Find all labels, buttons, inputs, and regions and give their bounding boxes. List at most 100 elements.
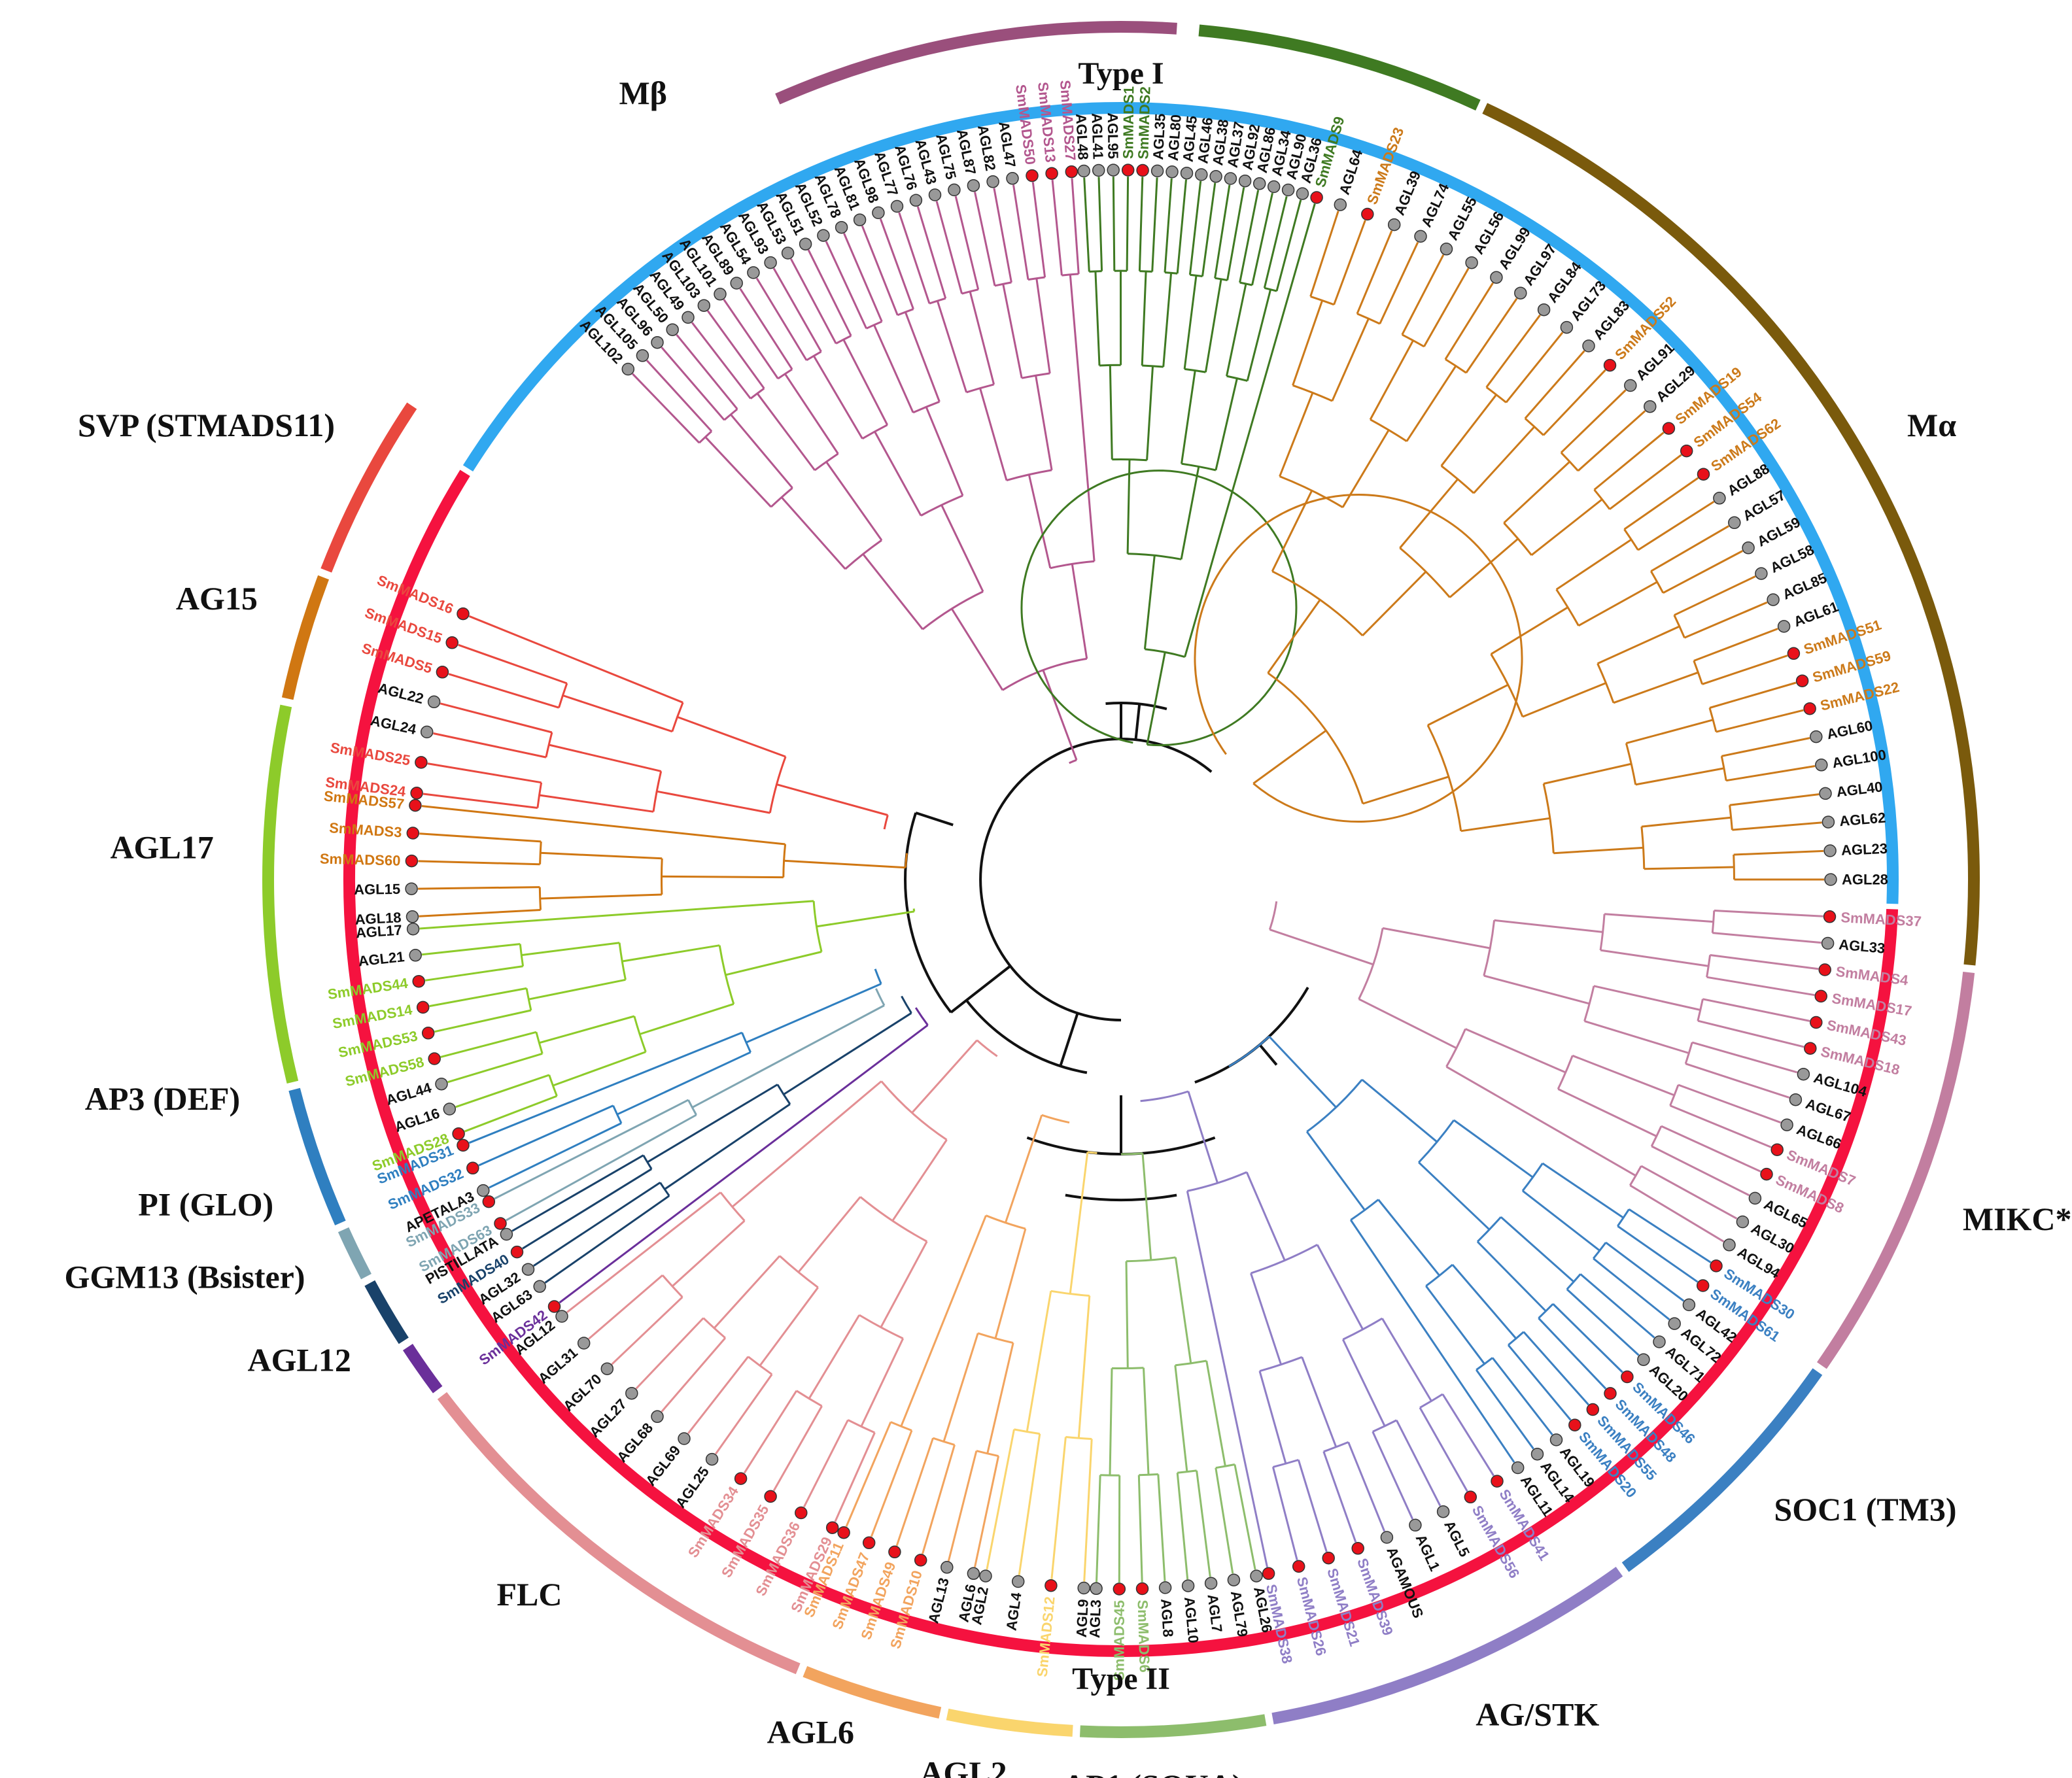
tree-branch: [1381, 1318, 1432, 1402]
tree-branch: [777, 368, 793, 380]
agl-node-marker: [1166, 165, 1179, 179]
tree-branch: [1027, 474, 1052, 569]
agl-node-marker: [1150, 164, 1164, 178]
tree-branch: [633, 1016, 647, 1053]
smmads-node-marker: [1814, 989, 1827, 1003]
tree-branch: [1252, 729, 1327, 785]
agl-node-marker: [1560, 320, 1574, 334]
agl-node-marker: [1823, 844, 1837, 857]
smmads-node-marker: [1322, 1551, 1335, 1565]
smmads-node-marker: [482, 1195, 496, 1208]
tree-branch: [942, 1333, 979, 1442]
smmads-node-marker: [547, 1300, 561, 1313]
tree-branch: [779, 1255, 819, 1289]
tree-branch: [433, 732, 547, 759]
outer-ring-segment: [337, 1227, 371, 1280]
tree-branch: [1538, 1303, 1554, 1319]
outer-ring-segment: [288, 1087, 346, 1225]
leaf-label: AGL69: [642, 1443, 683, 1489]
tree-branch: [1002, 284, 1023, 379]
agl-node-marker: [1440, 243, 1453, 256]
leaf-label: SmMADS14: [331, 1001, 414, 1032]
tree-branch: [1445, 358, 1467, 374]
tree-branch: [1522, 1189, 1600, 1252]
tree-branch: [1733, 849, 1824, 856]
tree-branch: [552, 1051, 646, 1087]
tree-branch: [536, 782, 543, 808]
tree-branch: [1684, 601, 1768, 639]
tree-branch: [1331, 318, 1370, 402]
agl-node-marker: [1195, 168, 1208, 181]
tree-branch: [419, 900, 814, 930]
tree-branch: [1399, 478, 1459, 549]
tree-branch: [1186, 1171, 1247, 1192]
outer-ring-segment: [437, 1392, 801, 1675]
tree-branch: [1264, 286, 1277, 292]
leaf-label: AGL55: [1444, 194, 1480, 243]
smmads-node-marker: [1045, 1579, 1058, 1592]
leaf-label: AGL8: [1158, 1598, 1177, 1637]
tree-branch: [1268, 1035, 1337, 1108]
leaf-label: AGL21: [357, 948, 405, 969]
tree-branch: [1050, 1437, 1067, 1579]
leaf-label: SmMADS22: [1819, 679, 1901, 714]
tree-branch: [1292, 384, 1333, 402]
agl-node-marker: [443, 1103, 457, 1116]
tree-branch: [1194, 494, 1523, 823]
tree-branch: [1174, 1365, 1188, 1472]
tree-branch: [730, 413, 793, 489]
tree-branch: [1716, 709, 1804, 733]
leaf-label: AGL39: [1391, 169, 1424, 218]
tree-branch: [1661, 1125, 1761, 1172]
tree-branch: [904, 311, 941, 402]
tree-branch: [1177, 1469, 1197, 1474]
agl-node-marker: [1267, 180, 1281, 194]
tree-branch: [1524, 350, 1585, 419]
tree-branch: [916, 206, 947, 299]
tree-branch: [901, 995, 912, 1014]
agl-node-marker: [1387, 218, 1401, 231]
leaf-label: SmMADS4: [1835, 963, 1909, 989]
tree-branch: [1126, 177, 1130, 271]
smmads-node-marker: [1135, 1582, 1149, 1596]
outer-ring-segment: [1482, 103, 1980, 966]
leaf-label: SmMADS12: [1034, 1596, 1058, 1677]
agl-node-marker: [730, 277, 743, 290]
tree-branch: [652, 771, 663, 812]
tree-branch: [1490, 606, 1568, 655]
tree-branch: [1485, 386, 1507, 403]
agl-node-marker: [1090, 1582, 1103, 1596]
leaf-label: AGL66: [1795, 1121, 1844, 1152]
agl-node-marker: [1281, 183, 1295, 197]
smmads-node-marker: [825, 1521, 839, 1534]
agl-node-marker: [636, 349, 649, 362]
tree-branch: [706, 310, 765, 389]
tree-branch: [1543, 762, 1632, 785]
tree-branch: [1670, 1104, 1772, 1148]
leaf-label: SmMADS3: [329, 819, 403, 840]
tree-branch: [713, 1255, 781, 1329]
tree-branch: [1184, 203, 1316, 658]
leaf-label: AGL24: [369, 712, 418, 738]
smmads-node-marker: [510, 1245, 524, 1259]
outer-ring-segment: [320, 402, 417, 573]
tree-branch: [538, 1015, 635, 1044]
tree-branch: [632, 373, 700, 444]
tree-branch: [870, 1429, 913, 1537]
tree-branch: [1379, 241, 1419, 324]
tree-branch: [807, 249, 852, 337]
tree-branch: [1406, 365, 1457, 442]
tree-branch: [1109, 1368, 1113, 1476]
tree-branch: [1301, 1356, 1338, 1448]
tree-branch: [1613, 671, 1699, 704]
tree-branch: [1557, 1088, 1657, 1137]
leaf-label: AGL17: [355, 921, 402, 941]
tree-branch: [976, 1450, 999, 1458]
agl-node-marker: [409, 949, 422, 962]
leaf-label: AGL40: [1835, 778, 1883, 800]
tree-branch: [1538, 1317, 1607, 1390]
tree-branch: [880, 1240, 928, 1328]
tree-branch: [1725, 765, 1816, 782]
tree-branch: [1112, 177, 1116, 271]
tree-branch: [1051, 179, 1063, 276]
